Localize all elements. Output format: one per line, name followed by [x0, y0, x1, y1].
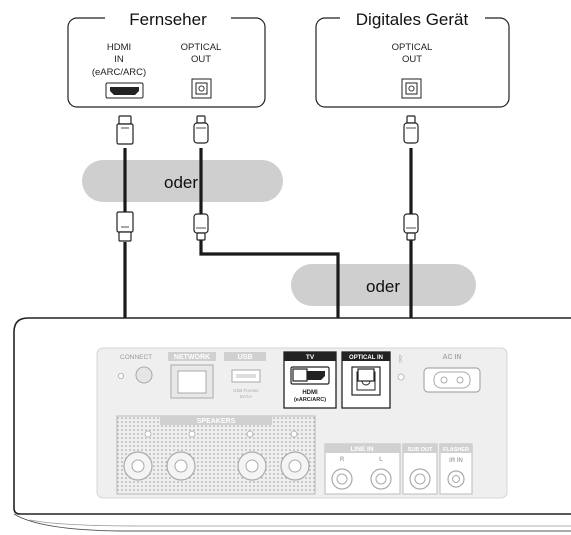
digital-optical-label-1: OPTICAL	[392, 42, 433, 53]
tv-header-label: TV	[306, 354, 315, 361]
digital-optical-port	[401, 78, 422, 99]
ac-in-socket	[423, 367, 481, 393]
usb-port	[231, 369, 261, 383]
ac-in-label: AC IN	[442, 354, 461, 361]
or-label-1: oder	[164, 173, 198, 192]
line-in-l-label: L	[379, 457, 383, 463]
optical-plug-digital-bottom	[403, 213, 419, 241]
tv-hdmi-label-1: HDMI	[107, 42, 131, 53]
or-callout-1	[82, 160, 283, 202]
digital-device: Digitales Gerät OPTICAL OUT	[315, 6, 510, 108]
tv-hdmi-port	[105, 82, 144, 99]
hdmi-plug-inserted	[292, 368, 308, 382]
flasher-ir-jack: FLASHER IR IN	[439, 443, 473, 495]
usb-label: USB	[238, 354, 253, 361]
receiver-hdmi-label-1: HDMI	[302, 390, 318, 396]
optical-plug-tv-bottom	[193, 213, 209, 241]
optical-in-header	[342, 352, 390, 361]
tv-optical-label-1: OPTICAL	[181, 42, 222, 53]
or-label-2: oder	[366, 277, 400, 296]
optical-in-label: OPTICAL IN	[349, 355, 383, 361]
line-in-jacks: LINE IN R L	[324, 443, 401, 495]
sub-out-jack: SUB OUT	[402, 443, 438, 495]
hdmi-plug-bottom	[116, 211, 134, 242]
line-in-r-label: R	[340, 457, 345, 463]
optical-plug-digital-top	[403, 115, 419, 144]
status-indicator	[397, 373, 405, 381]
connect-indicator	[118, 372, 125, 379]
line-in-label: LINE IN	[350, 446, 373, 453]
optical-plug-tv-top	[193, 115, 209, 144]
receiver-rear-panel: CONNECT NETWORK USB USB Format: 5V/1A TV…	[13, 317, 571, 532]
usb-header	[224, 352, 266, 361]
tv-optical-port	[191, 78, 212, 99]
digital-device-title: Digitales Gerät	[356, 10, 469, 29]
tv-optical-label-2: OUT	[191, 54, 211, 65]
speaker-terminals: SPEAKERS	[116, 415, 316, 495]
optical-plug-inserted	[357, 368, 375, 382]
receiver-hdmi-label-2: (eARC/ARC)	[294, 397, 326, 403]
speakers-label: SPEAKERS	[197, 418, 236, 425]
connect-label: CONNECT	[120, 354, 152, 361]
hdmi-plug-top	[116, 115, 134, 145]
sub-out-label: SUB OUT	[408, 447, 433, 453]
connect-button	[135, 366, 153, 384]
network-port	[170, 364, 214, 399]
tv-header	[284, 352, 336, 361]
tv-device: Fernseher HDMI IN (eARC/ARC) OPTICAL OUT	[67, 6, 266, 108]
bluetooth-icon: ᛒ	[398, 354, 403, 364]
ir-in-label: IR IN	[449, 458, 463, 464]
tv-hdmi-label-3: (eARC/ARC)	[92, 67, 146, 78]
tv-title: Fernseher	[129, 10, 207, 29]
flasher-label: FLASHER	[443, 447, 469, 453]
usb-small-text-2: 5V/1A	[240, 394, 252, 399]
tv-hdmi-label-2: IN	[114, 54, 124, 65]
network-header	[168, 352, 216, 361]
digital-optical-label-2: OUT	[402, 54, 422, 65]
usb-small-text-1: USB Format:	[233, 388, 259, 393]
network-label: NETWORK	[174, 354, 210, 361]
